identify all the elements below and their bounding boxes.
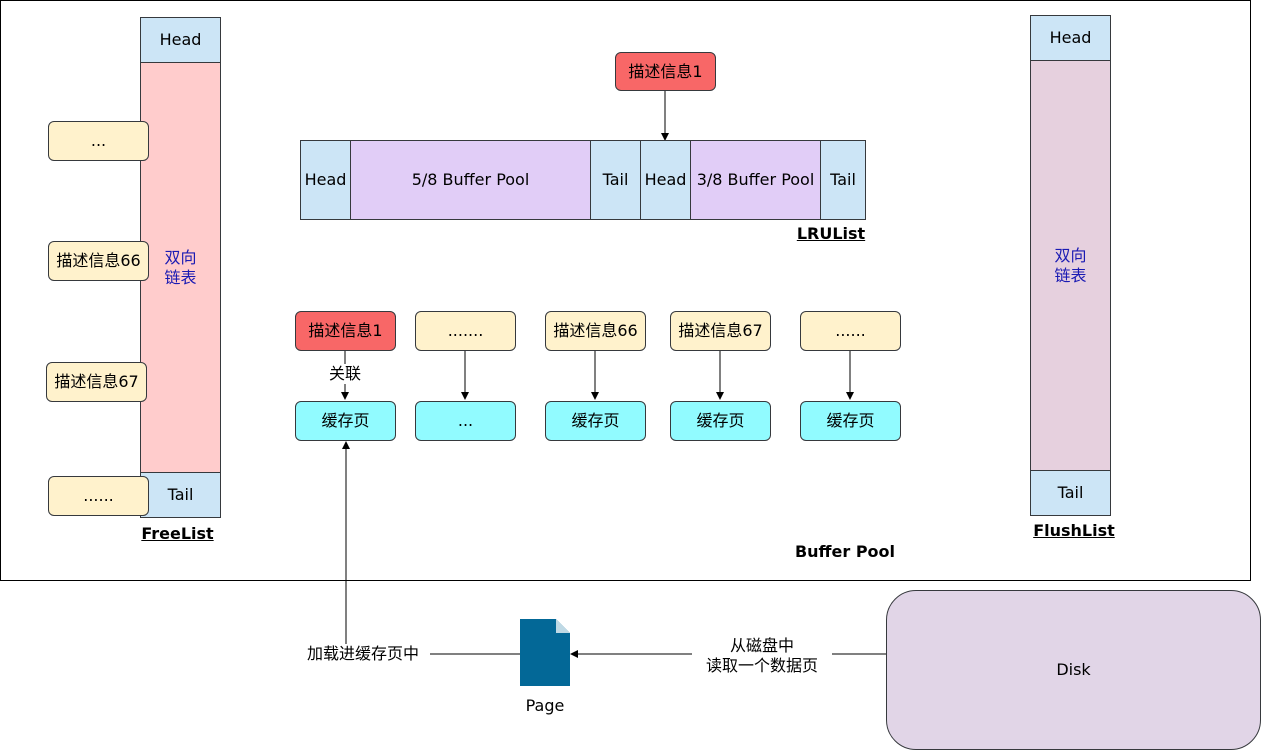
flush-list-body-label: 双向 链表	[1054, 245, 1087, 285]
read-edge-label: 从磁盘中 读取一个数据页	[692, 636, 832, 676]
control-block: .......	[415, 311, 516, 351]
cache-page: 缓存页	[670, 401, 771, 441]
flush-list-body: 双向 链表	[1030, 60, 1111, 471]
lru-tail-old: Tail	[820, 140, 866, 220]
page-icon	[520, 619, 570, 686]
page-label: Page	[525, 696, 565, 715]
free-list-item: 描述信息66	[48, 241, 149, 281]
lru-marker: 描述信息1	[615, 52, 716, 91]
control-block: 描述信息66	[545, 311, 646, 351]
flush-list-head: Head	[1030, 15, 1111, 61]
free-list-item: ...	[48, 121, 149, 161]
load-edge	[342, 441, 520, 655]
lru-old-segment: 3/8 Buffer Pool	[690, 140, 821, 220]
lru-head-old: Head	[640, 140, 691, 220]
cache-page: ...	[415, 401, 516, 441]
cache-page: 缓存页	[800, 401, 901, 441]
cache-page: 缓存页	[295, 401, 396, 441]
lru-young-segment: 5/8 Buffer Pool	[350, 140, 591, 220]
lru-head-young: Head	[300, 140, 351, 220]
free-list-item: 描述信息67	[46, 362, 147, 402]
buffer-pool-frame	[0, 0, 1251, 581]
control-block: 描述信息1	[295, 311, 396, 351]
buffer-pool-label: Buffer Pool	[794, 542, 896, 561]
free-list-label: FreeList	[141, 524, 214, 543]
control-block: ......	[800, 311, 901, 351]
free-list-item: ......	[48, 476, 149, 516]
disk: Disk	[886, 590, 1261, 750]
free-list-body: 双向 链表	[140, 62, 221, 473]
control-block: 描述信息67	[670, 311, 771, 351]
free-list-body-label: 双向 链表	[164, 247, 197, 287]
load-edge-label: 加载进缓存页中	[296, 644, 430, 664]
lru-tail-young: Tail	[590, 140, 641, 220]
cache-page: 缓存页	[545, 401, 646, 441]
flush-list-tail: Tail	[1030, 470, 1111, 516]
free-list-head: Head	[140, 17, 221, 63]
flush-list-label: FlushList	[1033, 521, 1115, 540]
free-list-tail: Tail	[140, 472, 221, 518]
relation-label: 关联	[320, 364, 370, 384]
lru-list-label: LRUList	[796, 224, 866, 243]
